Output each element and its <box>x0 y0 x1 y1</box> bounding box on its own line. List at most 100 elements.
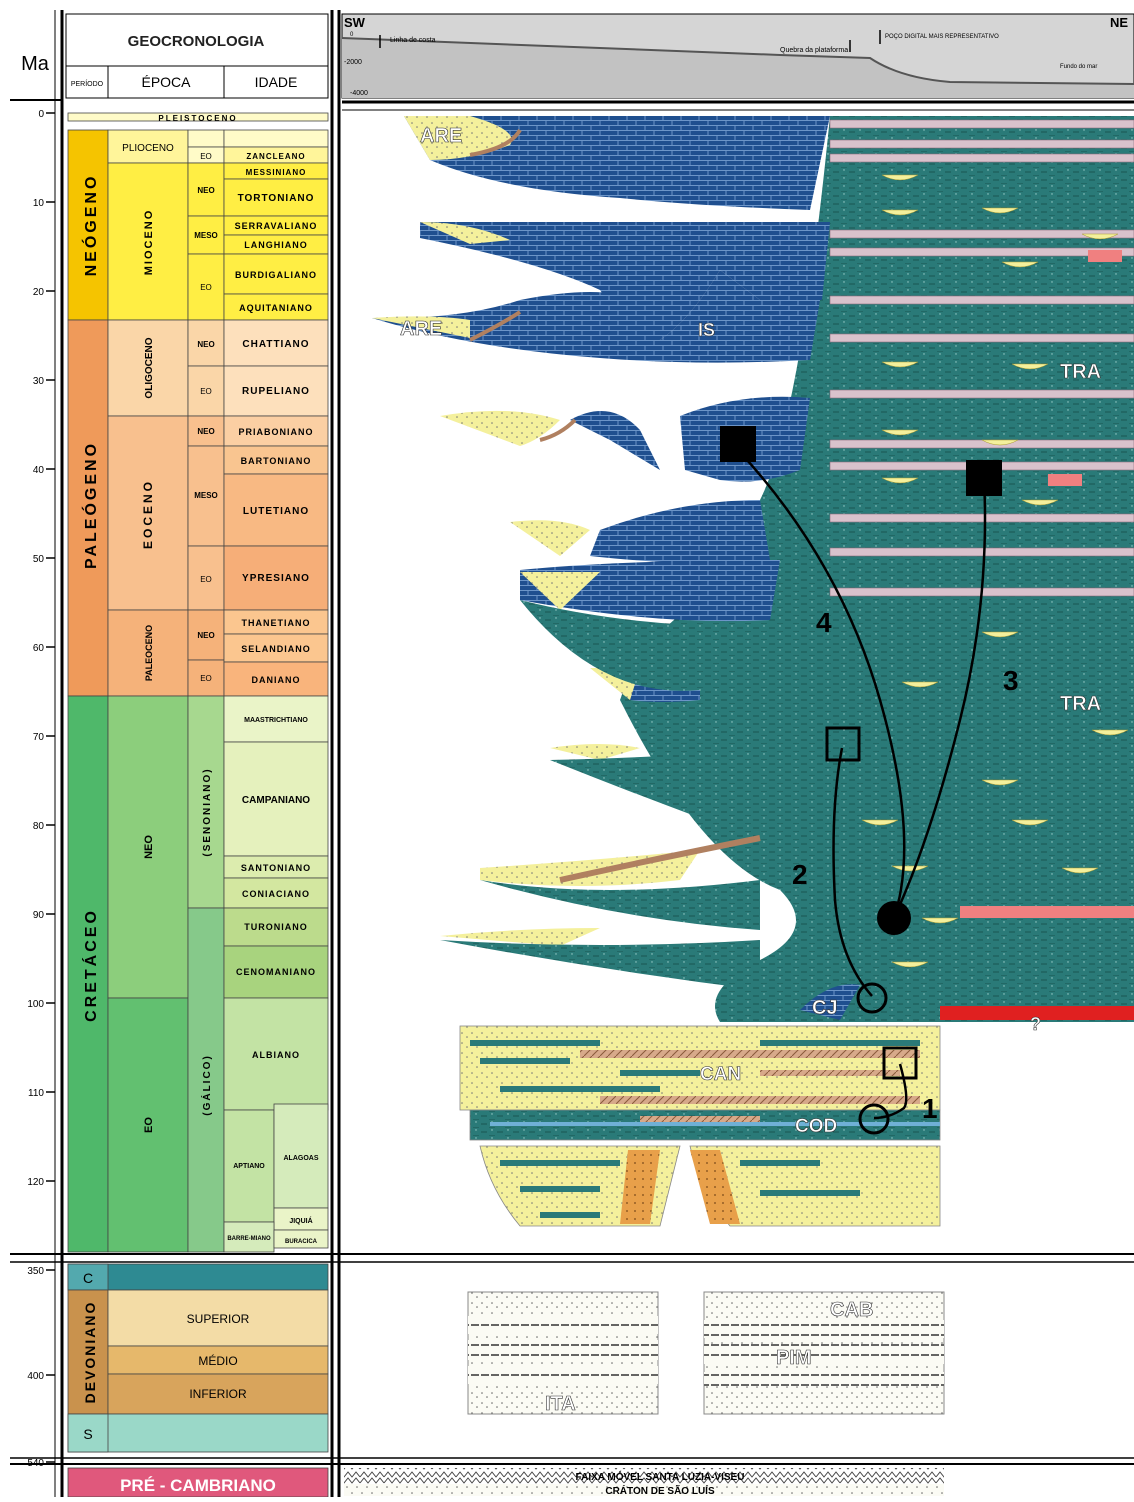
subepoch-eoc-eo: EO <box>200 575 212 584</box>
ma-column: Ma 0102030405060708090100110120350400540 <box>10 10 64 1497</box>
paleozoic-column: C DEVONIANO SUPERIOR MÉDIO INFERIOR S PR… <box>67 1263 329 1498</box>
period-carbonifero: C <box>83 1270 93 1286</box>
sand-wedge-4 <box>440 410 560 446</box>
unit-ita: ITA <box>545 1393 576 1415</box>
sand-wedge-2 <box>420 222 510 244</box>
unit-can: CAN <box>700 1064 741 1085</box>
sand-lens <box>1081 233 1119 240</box>
ma-tick-label: 80 <box>33 821 45 832</box>
pink-block-1 <box>1088 250 1122 262</box>
age-jiquia: JIQUIÁ <box>289 1216 312 1225</box>
system-label-1: 1 <box>922 1093 938 1124</box>
epoca-header: ÉPOCA <box>141 74 191 90</box>
seal-square-4 <box>720 426 756 462</box>
label-poco: POÇO DIGITAL MAIS REPRESENTATIVO <box>885 34 999 40</box>
label-craton: CRÁTON DE SÃO LUÍS <box>605 1484 715 1497</box>
system-label-2: 2 <box>792 859 808 890</box>
marker-band <box>829 333 1134 343</box>
age-zancleano: ZANCLEANO <box>246 152 305 161</box>
ma-tick-label: 110 <box>28 1088 44 1099</box>
sand-wedge-5 <box>510 520 590 556</box>
carbonate-wedge-2 <box>420 222 830 340</box>
sand-lens <box>901 681 939 688</box>
unit-are-top: ARE <box>420 125 462 147</box>
age-serravaliano: SERRAVALIANO <box>235 221 318 231</box>
sand-lens <box>881 361 919 368</box>
age-maastrichtiano: MAASTRICHTIANO <box>244 717 308 724</box>
age-messiniano: MESSINIANO <box>246 168 307 177</box>
sand-lens <box>921 917 959 924</box>
marker-band <box>829 295 1134 305</box>
unit-cab: CAB <box>830 1299 873 1321</box>
unit-are-mid: ARE <box>400 318 442 340</box>
ma-tick-label: 70 <box>33 732 45 743</box>
epoch-paleoceno: PALEOCENO <box>144 625 154 681</box>
sand-lens <box>1011 363 1049 370</box>
age-column: ZANCLEANO MESSINIANO TORTONIANO SERRAVAL… <box>223 129 329 1253</box>
subepoch-mio-eo: EO <box>200 283 212 292</box>
sand-lens <box>981 779 1019 786</box>
ma-tick-label: 400 <box>27 1371 44 1382</box>
periodo-header: PERÍODO <box>71 79 104 88</box>
marker-band <box>829 139 1134 149</box>
age-aptiano: APTIANO <box>233 1163 265 1170</box>
age-thanetiano: THANETIANO <box>242 618 311 628</box>
marker-band <box>829 119 1134 129</box>
ma-ticks: 0102030405060708090100110120350400540 <box>27 109 55 1469</box>
carbonate-wedge-3 <box>372 270 820 363</box>
sand-lens <box>1061 867 1099 874</box>
marker-bands <box>829 119 1134 597</box>
ma-tick-label: 350 <box>27 1266 44 1277</box>
geocronologia-title: GEOCRONOLOGIA <box>128 33 265 50</box>
source-dot-34 <box>877 901 911 935</box>
sand-lens <box>1021 499 1059 506</box>
sand-lens <box>881 429 919 436</box>
sand-lens <box>891 865 929 872</box>
age-aquitaniano: AQUITANIANO <box>239 303 313 313</box>
depth-2000: -2000 <box>344 59 362 66</box>
age-barremiano: BARRE-MIANO <box>227 1236 271 1242</box>
epoch-dev-inferior: INFERIOR <box>189 1387 247 1401</box>
unit-cod: COD <box>795 1116 837 1137</box>
epoch-oligoceno: OLIGOCENO <box>144 337 155 398</box>
ma-tick-label: 40 <box>33 465 45 476</box>
label-faixa-movel: FAIXA MÓVEL SANTA LUZIA-VISEU <box>576 1470 745 1483</box>
unit-is: IS <box>698 320 715 340</box>
epoch-galico: (GÁLICO) <box>200 1054 213 1116</box>
label-quebra: Quebra da plataforma <box>780 47 848 54</box>
age-ypresiano: YPRESIANO <box>242 573 310 584</box>
age-langhiano: LANGHIANO <box>244 240 308 250</box>
sand-lens <box>981 207 1019 214</box>
marker-band <box>829 229 1134 239</box>
pink-block-2 <box>1048 474 1082 486</box>
sand-lens <box>981 439 1019 446</box>
carbonate-wedge-5 <box>570 411 660 470</box>
epoch-cret-neo: NEO <box>143 835 155 859</box>
system-label-4: 4 <box>816 607 832 638</box>
subepoch-column: EO NEO MESO EO NEO EO NEO MESO EO NEO EO… <box>187 129 225 1253</box>
carbonate-wedge-6 <box>590 500 770 564</box>
marker-band <box>829 247 1134 257</box>
subepoch-mio-neo: NEO <box>197 186 214 195</box>
system-label-3: 3 <box>1003 665 1019 696</box>
shale-wedge-3 <box>480 880 760 930</box>
epoch-plioceno: PLIOCENO <box>122 143 174 154</box>
sand-lens <box>891 961 929 968</box>
unit-pim: PIM <box>776 1347 812 1369</box>
unit-tra-lower: TRA <box>1060 693 1101 715</box>
marker-band <box>829 513 1134 523</box>
sand-wedge-6 <box>520 572 600 610</box>
geochron-header: GEOCRONOLOGIA PERÍODO ÉPOCA IDADE <box>65 13 329 99</box>
seafloor-profile: SW NE 0 -2000 -4000 Linha de costa Quebr… <box>341 13 1134 99</box>
pink-block-3 <box>960 906 1134 918</box>
age-coniaciano: CONIACIANO <box>242 889 310 899</box>
subepoch-eoc-neo: NEO <box>197 427 214 436</box>
label-fundo-mar: Fundo do mar <box>1060 64 1097 70</box>
basement: FAIXA MÓVEL SANTA LUZIA-VISEU CRÁTON DE … <box>344 1468 944 1497</box>
age-campaniano: CAMPANIANO <box>242 795 310 806</box>
ma-tick-label: 100 <box>27 999 44 1010</box>
age-burdigaliano: BURDIGALIANO <box>235 270 317 280</box>
ma-tick-label: 20 <box>33 287 45 298</box>
epoch-eoceno: EOCENO <box>141 479 155 549</box>
